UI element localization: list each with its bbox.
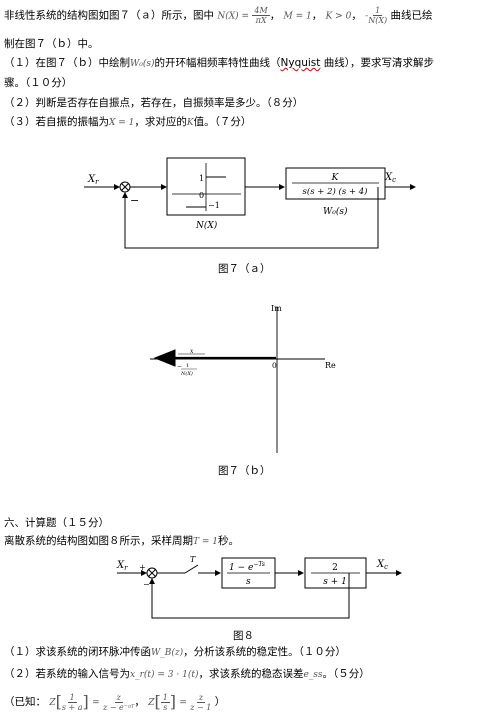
re-axis-label: Re: [325, 361, 336, 370]
output-xc-label: Xc: [384, 172, 396, 184]
feedback-path: [149, 573, 350, 619]
feedback-path: [122, 187, 379, 249]
im-axis-label: Im: [271, 304, 282, 313]
figure-7a-block-diagram: Xr − 1 0 −1 N(X) K s(s + 2) (s + 4) W₀(s…: [84, 157, 416, 249]
sampling-period: T = 1: [193, 537, 218, 547]
problem5-intro-line2: 制在图７（ｂ）中。: [4, 38, 99, 50]
figure-8-caption: 图８: [233, 630, 254, 642]
relay-characteristic: [172, 163, 241, 211]
problem5-q3: （３）若自振的振幅为X = 1，求对应的K值。（７分）: [4, 116, 252, 128]
minus-sign: −: [143, 580, 150, 589]
zoh-denominator: s: [246, 577, 251, 587]
relay-level-one: 1: [199, 174, 204, 183]
figure-8-block-diagram: Xr + − T 1 − e−Ts s 2 s + 1 Xc: [116, 555, 402, 619]
zoh-numerator: 1 − e−Ts: [229, 561, 265, 573]
linear-block-label: W₀(s): [323, 206, 348, 217]
relay-level-minus-one: −1: [208, 201, 220, 210]
problem5-q1: （１）在图７（ｂ）中绘制W₀(s)的开环幅相频率特性曲线（Nyquist 曲线）…: [4, 57, 434, 69]
problem6-intro: 离散系统的结构图如图８所示，采样周期T = 1秒。: [4, 535, 239, 547]
plant-numerator: 2: [332, 563, 338, 573]
input-xr-label: Xr: [87, 174, 99, 186]
plant-denominator: s + 1: [323, 577, 347, 587]
intro-text: 非线性系统的结构图如图７（ａ）所示，图中: [4, 9, 214, 22]
transfer-numerator: K: [331, 173, 340, 183]
figure-7b-caption: 图７（ｂ）: [218, 465, 271, 477]
figure-7a-caption: 图７（ａ）: [218, 263, 271, 275]
summing-junction: [146, 567, 158, 579]
problem5-q2: （２）判断是否存在自振点，若存在，自振频率是多少。（８分）: [4, 97, 304, 109]
inverse-numerator: 1: [186, 363, 189, 369]
nx-formula: N(X) =: [217, 11, 250, 22]
problem6-q2: （２）若系统的输入信号为x_r(t) = 3 · 1(t)，求该系统的稳态误差e…: [4, 668, 370, 680]
feedback-minus-sign: −: [130, 194, 139, 207]
summing-junction: [119, 181, 131, 193]
x-direction-label: x: [190, 348, 194, 355]
transfer-denominator: s(s + 2) (s + 4): [303, 186, 368, 197]
linear-block: [285, 167, 386, 200]
sampler-period-label: T: [190, 555, 196, 564]
m-value: M = 1: [283, 11, 312, 22]
problem6-q1: （１）求该系统的闭环脉冲传函W_B(z)，分析该系统的稳定性。（１０分）: [4, 646, 346, 658]
input-xr-label: Xr: [116, 560, 128, 572]
output-xc-label: Xc: [376, 559, 388, 571]
plus-sign: +: [139, 563, 146, 572]
problem6-heading: 六、计算题（１５分）: [4, 517, 109, 529]
k-condition: K > 0: [325, 11, 352, 22]
nonlinear-label: N(X): [195, 220, 218, 231]
nyquist-word: Nyquist: [280, 57, 321, 69]
relay-origin: 0: [199, 191, 204, 200]
origin-label: 0: [272, 361, 277, 370]
neg-inverse-sign: −: [177, 363, 182, 370]
problem5-q1-line2: 骤。（１０分）: [4, 77, 73, 89]
figure-7b-complex-plane: Im Re 0 x − 1 N(X): [150, 304, 336, 453]
sampler-switch: [184, 564, 199, 574]
inverse-denominator: N(X): [180, 370, 193, 377]
